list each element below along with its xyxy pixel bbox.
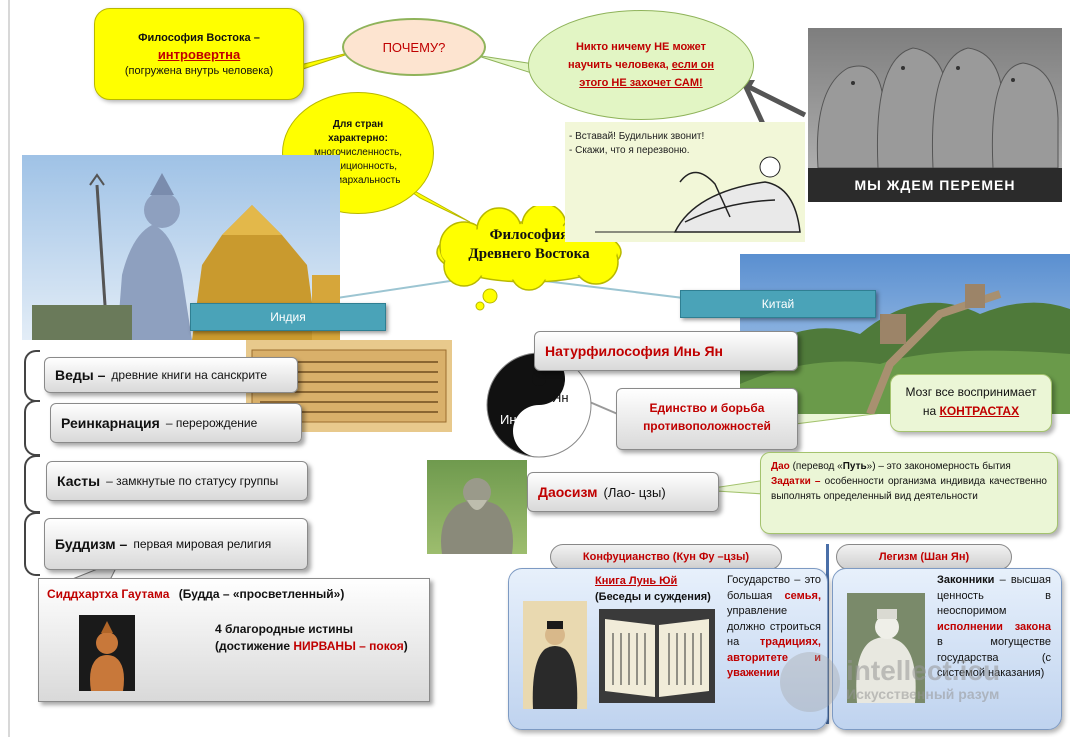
confucius-book-title: Книга Лунь Юй	[595, 575, 678, 587]
unity-box: Единство и борьба противоположностей	[616, 388, 798, 450]
page-left-edge	[8, 0, 10, 737]
bracket-1	[24, 350, 40, 402]
legism-box: Законники – высшая ценность в неоспоримо…	[832, 568, 1062, 730]
daoism-box: Даосизм (Лао- цзы)	[527, 472, 719, 512]
legism-text: Законники – высшая ценность в неоспоримо…	[937, 574, 1051, 679]
east-line2: интровертна	[157, 46, 241, 62]
east-line1: Философия Востока –	[138, 31, 260, 44]
confucius-book-image	[599, 609, 715, 703]
buddha-nirvana: (достижение НИРВАНЫ – покоя)	[215, 639, 408, 653]
bracket-2	[24, 400, 40, 456]
east-line3: (погружена внутрь человека)	[124, 64, 274, 77]
confucianism-header: Конфуцианство (Кун Фу –цзы)	[550, 544, 782, 570]
watermark-text: intellect.icu Искусственный разум	[846, 655, 1001, 703]
nobody-line2: научить человека, если он	[567, 59, 715, 71]
cartoon-line2: - Скажи, что я перезвоню.	[569, 145, 690, 156]
buddha-title: (Будда – «просветленный»)	[178, 587, 345, 601]
dao-definition-box: Дао (перевод «Путь») – это закономерност…	[760, 452, 1058, 534]
confucianism-box: Книга Лунь Юй (Беседы и суждения) Госуда…	[508, 568, 828, 730]
buddha-statue-image	[79, 615, 135, 691]
india-item-reincarnation: Реинкарнация– перерождение	[50, 403, 302, 443]
cloud-title: Философия Древнего Востока	[468, 227, 590, 262]
bracket-3	[24, 455, 40, 513]
india-item-buddhism: Буддизм –первая мировая религия	[44, 518, 308, 570]
cloud-shape	[436, 206, 622, 291]
why-text: ПОЧЕМУ?	[382, 39, 446, 55]
brain-contrasts-box: Мозг все воспринимает на КОНТРАСТАХ	[890, 374, 1052, 432]
cartoon-line1: - Вставай! Будильник звонит!	[569, 131, 705, 142]
we-wait-caption: МЫ ЖДЕМ ПЕРЕМЕН	[808, 168, 1062, 202]
legism-header: Легизм (Шан Ян)	[836, 544, 1012, 570]
india-item-vedas: Веды –древние книги на санскрите	[44, 357, 298, 393]
bracket-4	[24, 512, 40, 576]
buddha-name: Сиддхартха Гаутама	[47, 587, 170, 601]
nobody-line1: Никто ничему НЕ может	[575, 41, 707, 53]
china-label: Китай	[680, 290, 876, 318]
lao-tzu-statue-image	[427, 460, 527, 554]
nobody-bubble: Никто ничему НЕ может научить человека, …	[528, 10, 754, 120]
confucius-text: Государство – это большая семья, управле…	[727, 574, 821, 679]
buddha-box: Сиддхартха Гаутама (Будда – «просветленн…	[38, 578, 430, 702]
naturphilosophy-box: Натурфилософия Инь Ян	[534, 331, 798, 371]
india-item-castes: Касты– замкнутые по статусу группы	[46, 461, 308, 501]
cartoon-image: - Вставай! Будильник звонит! - Скажи, чт…	[565, 122, 805, 242]
yin-yang-symbol	[486, 352, 592, 458]
watermark-logo	[780, 652, 840, 712]
we-wait-changes-image: МЫ ЖДЕМ ПЕРЕМЕН	[808, 28, 1062, 202]
yang-label: Ян	[552, 390, 569, 405]
nobody-line3: этого НЕ захочет САМ!	[579, 77, 703, 89]
yin-label: Инь	[500, 412, 524, 427]
india-label: Индия	[190, 303, 386, 331]
confucius-portrait-image	[523, 601, 587, 709]
east-bubble: Философия Востока – интровертна (погруже…	[94, 8, 304, 100]
buddha-truths: 4 благородные истины	[215, 622, 354, 636]
legist-statue-image	[847, 593, 925, 703]
why-bubble: ПОЧЕМУ?	[342, 18, 486, 76]
confucius-book-sub: (Беседы и суждения)	[595, 591, 711, 603]
